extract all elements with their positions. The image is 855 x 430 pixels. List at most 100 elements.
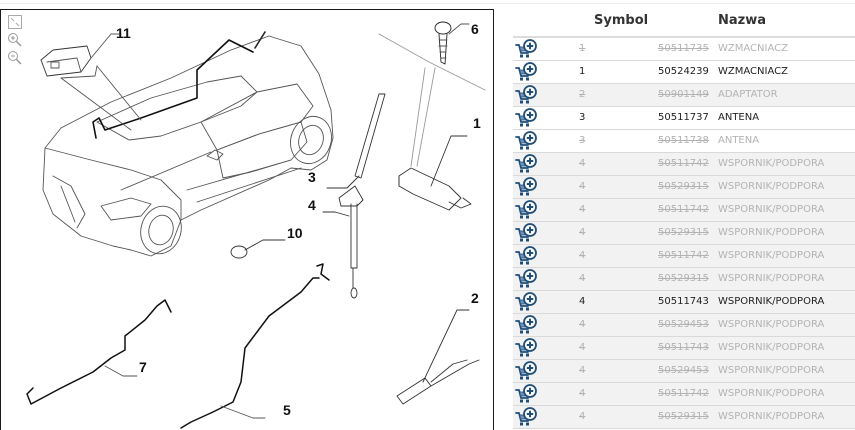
callout-4[interactable]: 4 [308,197,316,213]
row-part-number[interactable]: 50529315 [658,273,709,284]
fit-to-screen-icon [8,15,22,29]
zoom-out-icon [8,51,22,65]
row-symbol: 4 [579,204,586,215]
parts-table: Symbol Nazwa 1 50511735 WZMACNIACZ [513,10,855,429]
callout-7[interactable]: 7 [139,359,147,375]
add-to-cart-icon [515,39,537,58]
table-row[interactable]: 3 50511737 ANTENA [513,107,855,130]
row-symbol: 4 [579,342,586,353]
callout-6[interactable]: 6 [471,21,479,37]
fit-to-screen-button[interactable] [7,14,23,30]
row-part-name: WSPORNIK/PODPORA [718,388,825,399]
add-to-cart-button[interactable] [515,177,537,197]
add-to-cart-icon [515,315,537,334]
table-row[interactable]: 4 50511742 WSPORNIK/PODPORA [513,383,855,406]
table-row[interactable]: 4 50529453 WSPORNIK/PODPORA [513,360,855,383]
row-part-name: WSPORNIK/PODPORA [718,158,825,169]
row-part-name: ADAPTATOR [718,89,778,100]
row-part-name: WSPORNIK/PODPORA [718,227,825,238]
add-to-cart-button[interactable] [515,62,537,82]
row-part-number[interactable]: 50529315 [658,227,709,238]
row-part-name: WSPORNIK/PODPORA [718,319,825,330]
add-to-cart-button[interactable] [515,315,537,335]
table-row[interactable]: 4 50511742 WSPORNIK/PODPORA [513,199,855,222]
table-header: Symbol Nazwa [513,10,855,38]
row-part-number[interactable]: 50511742 [658,204,709,215]
add-to-cart-button[interactable] [515,338,537,358]
add-to-cart-button[interactable] [515,131,537,151]
table-row[interactable]: 1 50511735 WZMACNIACZ [513,38,855,61]
add-to-cart-button[interactable] [515,200,537,220]
add-to-cart-button[interactable] [515,292,537,312]
add-to-cart-button[interactable] [515,108,537,128]
add-to-cart-icon [515,223,537,242]
add-to-cart-button[interactable] [515,361,537,381]
row-part-name: WSPORNIK/PODPORA [718,411,825,422]
row-part-number[interactable]: 50901149 [658,89,709,100]
add-to-cart-button[interactable] [515,85,537,105]
table-row[interactable]: 4 50511742 WSPORNIK/PODPORA [513,153,855,176]
add-to-cart-button[interactable] [515,407,537,427]
zoom-in-button[interactable] [7,32,23,48]
car-cable [92,39,254,139]
roof-antenna [254,31,266,49]
row-part-number[interactable]: 50529453 [658,319,709,330]
parts-diagram[interactable]: 11 6 1 3 4 10 2 7 5 [0,9,494,430]
table-row[interactable]: 2 50901149 ADAPTATOR [513,84,855,107]
add-to-cart-button[interactable] [515,269,537,289]
table-row[interactable]: 4 50511742 WSPORNIK/PODPORA [513,245,855,268]
row-part-number[interactable]: 50511743 [658,342,709,353]
row-symbol: 4 [579,227,586,238]
row-symbol: 4 [579,158,586,169]
row-part-number[interactable]: 50511737 [658,112,709,123]
add-to-cart-icon [515,154,537,173]
row-part-number[interactable]: 50511742 [658,158,709,169]
car-illustration [42,35,334,257]
add-to-cart-button[interactable] [515,384,537,404]
part-6-screw [434,21,470,65]
add-to-cart-icon [515,85,537,104]
row-part-name: WZMACNIACZ [718,43,788,54]
callout-11[interactable]: 11 [116,25,131,41]
table-row[interactable]: 4 50529315 WSPORNIK/PODPORA [513,268,855,291]
callout-10[interactable]: 10 [287,225,303,241]
part-11-switch [40,33,142,131]
add-to-cart-button[interactable] [515,154,537,174]
row-part-name: WSPORNIK/PODPORA [718,204,825,215]
row-part-number[interactable]: 50529453 [658,365,709,376]
add-to-cart-icon [515,62,537,81]
callout-3[interactable]: 3 [308,169,316,185]
table-row[interactable]: 3 50511738 ANTENA [513,130,855,153]
table-row[interactable]: 4 50529315 WSPORNIK/PODPORA [513,176,855,199]
add-to-cart-button[interactable] [515,246,537,266]
row-part-number[interactable]: 50511742 [658,250,709,261]
row-part-number[interactable]: 50529315 [658,181,709,192]
table-row[interactable]: 1 50524239 WZMACNIACZ [513,61,855,84]
row-part-number[interactable]: 50511743 [658,296,709,307]
row-symbol: 4 [579,411,586,422]
part-5-cable [180,263,330,429]
table-row[interactable]: 4 50511743 WSPORNIK/PODPORA [513,337,855,360]
row-symbol: 4 [579,296,586,307]
column-header-nazwa[interactable]: Nazwa [718,13,767,28]
callout-1[interactable]: 1 [473,115,481,131]
table-row[interactable]: 4 50511743 WSPORNIK/PODPORA [513,291,855,314]
row-symbol: 3 [579,135,586,146]
row-part-number[interactable]: 50511738 [658,135,709,146]
zoom-out-button[interactable] [7,50,23,66]
row-part-number[interactable]: 50529315 [658,411,709,422]
part-7-cable [26,299,172,405]
row-part-number[interactable]: 50511735 [658,43,709,54]
column-header-symbol[interactable]: Symbol [594,13,649,28]
row-symbol: 4 [579,365,586,376]
table-row[interactable]: 4 50529315 WSPORNIK/PODPORA [513,222,855,245]
table-row[interactable]: 4 50529453 WSPORNIK/PODPORA [513,314,855,337]
add-to-cart-icon [515,200,537,219]
add-to-cart-icon [515,292,537,311]
callout-5[interactable]: 5 [283,402,291,418]
row-part-number[interactable]: 50511742 [658,388,709,399]
add-to-cart-button[interactable] [515,223,537,243]
row-part-number[interactable]: 50524239 [658,66,709,77]
add-to-cart-button[interactable] [515,39,537,59]
callout-2[interactable]: 2 [471,290,479,306]
